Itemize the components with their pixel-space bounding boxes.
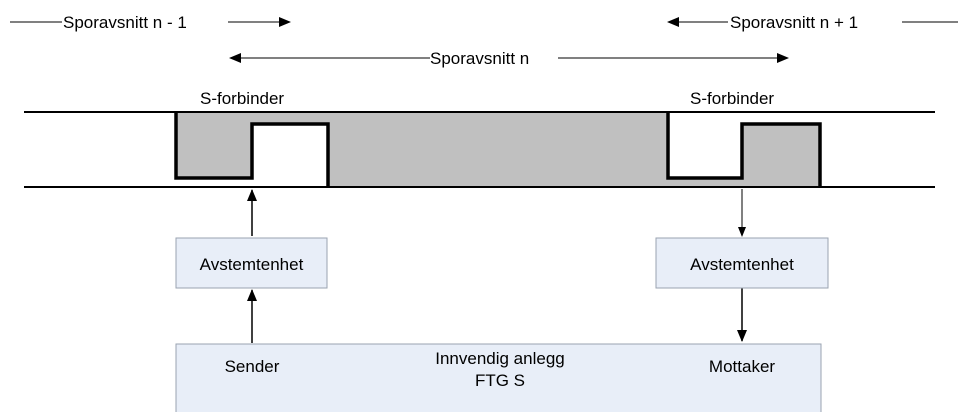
receiver-label: Mottaker: [709, 357, 775, 376]
section-prev-dimension: Sporavsnitt n - 1: [10, 13, 291, 32]
equipment-title-line2: FTG S: [475, 371, 525, 390]
s-connector-right: [666, 112, 822, 187]
connector-right-label: S-forbinder: [690, 89, 774, 108]
track-section-shading: [176, 112, 820, 187]
s-connector-left: [174, 112, 330, 187]
equipment-title-line1: Innvendig anlegg: [435, 349, 565, 368]
connector-left-label: S-forbinder: [200, 89, 284, 108]
section-current-label: Sporavsnitt n: [430, 49, 529, 68]
section-prev-label: Sporavsnitt n - 1: [63, 13, 187, 32]
tuning-unit-left-box: [175, 237, 328, 289]
section-next-label: Sporavsnitt n + 1: [730, 13, 858, 32]
section-next-dimension: Sporavsnitt n + 1: [667, 13, 958, 32]
tuning-unit-right-label: Avstemtenhet: [690, 255, 794, 274]
internal-equipment-box: [175, 343, 822, 412]
tuning-unit-right-box: [655, 237, 829, 289]
tuning-unit-left-label: Avstemtenhet: [200, 255, 304, 274]
section-current-dimension: Sporavsnitt n: [229, 49, 789, 68]
sender-label: Sender: [225, 357, 280, 376]
